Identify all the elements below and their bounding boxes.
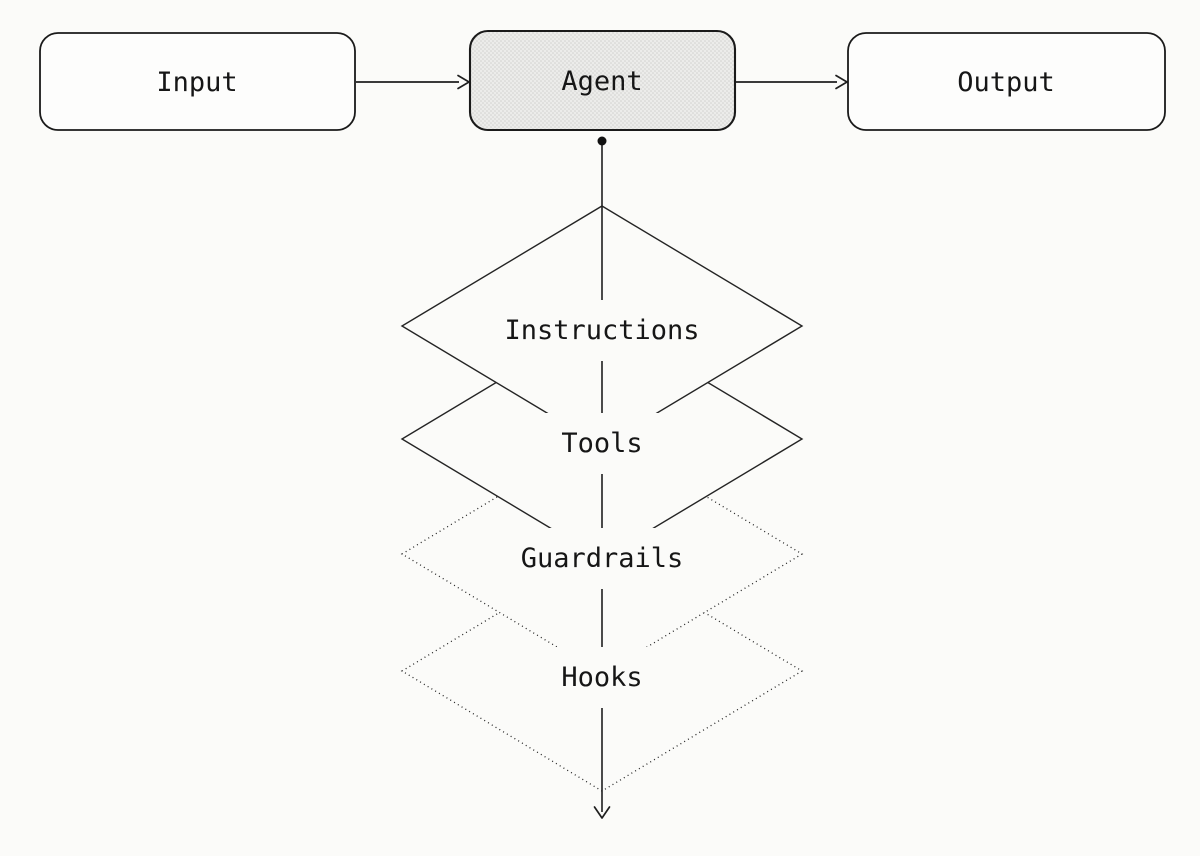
layer-label-tools: Tools (561, 428, 642, 459)
agent-node-label: Agent (561, 66, 642, 97)
layer-label-instructions: Instructions (504, 315, 699, 346)
right-arrowhead-icon (835, 74, 848, 90)
layer-label-hooks: Hooks (561, 662, 642, 693)
layer-labels: Instructions Tools Guardrails Hooks (488, 300, 716, 708)
agent-node-box (468, 29, 737, 132)
output-node-box (847, 32, 1166, 131)
label-knockout (504, 528, 700, 589)
right-arrowhead-icon (457, 74, 470, 90)
label-knockout (545, 647, 659, 708)
output-node-label: Output (957, 67, 1055, 98)
down-arrowhead-icon (593, 806, 611, 819)
input-node-label: Input (156, 67, 237, 98)
label-knockout (545, 413, 659, 474)
input-node-box (39, 32, 356, 131)
label-knockout (488, 300, 716, 361)
flow-row: Input Agent Output (39, 29, 1166, 132)
connector-dot-icon (597, 136, 607, 146)
layer-label-guardrails: Guardrails (521, 543, 684, 574)
